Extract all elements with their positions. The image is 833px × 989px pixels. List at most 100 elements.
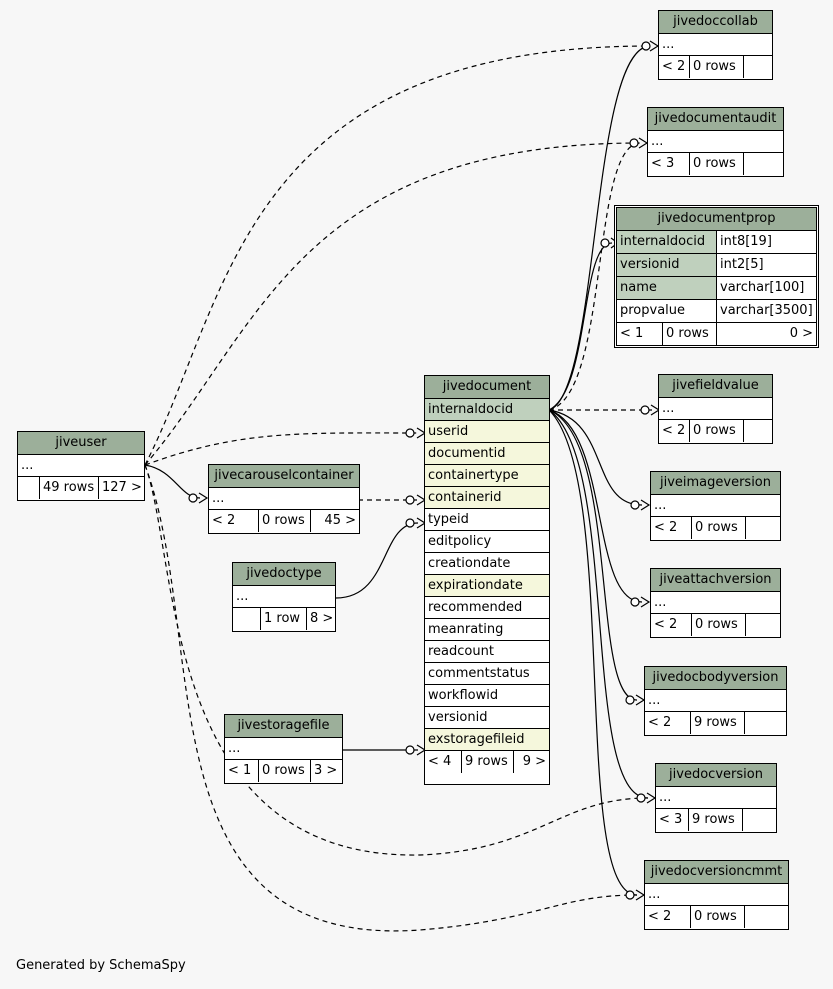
row-count: 9 rows (689, 809, 743, 831)
edge-doc-docversion (548, 409, 649, 799)
table-title: jivedoccollab (659, 11, 772, 34)
parent-count: < 2 (645, 712, 691, 734)
child-count (745, 712, 786, 734)
row-count: 0 rows (690, 56, 744, 78)
table-title: jiveattachversion (651, 569, 780, 592)
column-row: ... (651, 592, 780, 614)
credit-text: Generated by SchemaSpy (16, 958, 186, 973)
row-count: 0 rows (690, 153, 744, 175)
column-type: varchar[100] (720, 280, 805, 295)
row-count: 0 rows (691, 906, 745, 928)
column-row: ... (648, 131, 783, 153)
table-footer: < 1 0 rows 0 > (617, 323, 816, 345)
column-versionid: versionid (425, 707, 549, 729)
column-name: versionid (617, 254, 717, 276)
row-count: 0 rows (663, 323, 717, 345)
column-propvalue: propvalue varchar[3500] (617, 300, 816, 323)
column-commentstatus: commentstatus (425, 663, 549, 685)
column-editpolicy: editpolicy (425, 531, 549, 553)
column-name: internaldocid (617, 231, 717, 253)
endpoint-document-typeid (405, 518, 415, 528)
edge-user-doccollab (144, 45, 651, 466)
edge-user-document (144, 432, 419, 466)
parent-count: < 1 (225, 760, 259, 782)
table-jivestoragefile[interactable]: jivestoragefile ... < 1 0 rows 3 > (224, 714, 343, 784)
edge-doc-docversioncmmt (548, 409, 638, 896)
column-row: ... (645, 884, 788, 906)
child-count: 9 > (522, 754, 546, 769)
column-meanrating: meanrating (425, 619, 549, 641)
table-footer: < 2 0 rows (651, 517, 780, 539)
table-jivedocversion[interactable]: jivedocversion ... < 3 9 rows (655, 763, 777, 833)
table-footer: < 2 9 rows (645, 712, 786, 734)
child-count: 127 > (102, 480, 142, 495)
edge-doc-imageversion (548, 409, 643, 506)
endpoint-docversion (636, 793, 646, 803)
child-count (746, 614, 780, 636)
child-count (744, 420, 772, 442)
edge-user-documentaudit (144, 142, 641, 466)
table-jivefieldvalue[interactable]: jivefieldvalue ... < 2 0 rows (658, 374, 773, 444)
table-title: jivedocument (425, 376, 549, 399)
table-title: jivedocversioncmmt (645, 861, 788, 884)
table-jivedocversioncmmt[interactable]: jivedocversioncmmt ... < 2 0 rows (644, 860, 789, 930)
table-title: jivefieldvalue (659, 375, 772, 398)
column-internaldocid: internaldocid int8[19] (617, 231, 816, 254)
column-row: ... (645, 690, 786, 712)
column-row: ... (659, 34, 772, 56)
table-footer: 49 rows 127 > (18, 477, 144, 499)
table-footer: 1 row 8 > (233, 608, 335, 630)
child-count (743, 809, 776, 831)
table-jivedocbodyversion[interactable]: jivedocbodyversion ... < 2 9 rows (644, 666, 787, 736)
endpoint-attachversion (630, 597, 640, 607)
parent-count: < 2 (659, 420, 690, 442)
column-row: ... (225, 738, 342, 760)
column-expirationdate: expirationdate (425, 575, 549, 597)
table-footer: < 2 0 rows 45 > (209, 510, 359, 532)
endpoint-document-userid (405, 428, 415, 438)
parent-count: < 3 (656, 809, 689, 831)
table-footer: < 4 9 rows 9 > (425, 751, 549, 773)
table-jivedocumentprop[interactable]: jivedocumentprop internaldocid int8[19] … (614, 205, 819, 348)
table-footer: < 2 0 rows (659, 56, 772, 78)
child-count (745, 906, 788, 928)
edge-doc-documentaudit (548, 142, 641, 411)
column-row: ... (656, 787, 776, 809)
parent-count: < 1 (617, 323, 663, 345)
column-name: propvalue (617, 300, 717, 322)
table-jivedoctype[interactable]: jivedoctype ... 1 row 8 > (232, 562, 336, 632)
endpoint-carousel (188, 493, 198, 503)
row-count: 0 rows (692, 517, 746, 539)
row-count: 1 row (261, 608, 307, 630)
child-count: 45 > (324, 513, 356, 528)
endpoint-docbodyversion (625, 695, 635, 705)
endpoint-documentprop (600, 238, 610, 248)
parent-count: < 3 (648, 153, 690, 175)
column-name-col: name varchar[100] (617, 277, 816, 300)
table-jiveattachversion[interactable]: jiveattachversion ... < 2 0 rows (650, 568, 781, 638)
child-count: 3 > (314, 763, 338, 778)
endpoint-document-containerid (405, 495, 415, 505)
parent-count: < 2 (645, 906, 691, 928)
endpoint-doccollab (641, 41, 651, 51)
column-documentid: documentid (425, 443, 549, 465)
table-title: jiveuser (18, 432, 144, 455)
table-footer: < 3 9 rows (656, 809, 776, 831)
table-title: jivedocversion (656, 764, 776, 787)
table-jivecarouselcontainer[interactable]: jivecarouselcontainer ... < 2 0 rows 45 … (208, 464, 360, 534)
table-jiveimageversion[interactable]: jiveimageversion ... < 2 0 rows (650, 471, 781, 541)
table-footer: < 2 0 rows (645, 906, 788, 928)
column-name: name (617, 277, 717, 299)
table-title: jivestoragefile (225, 715, 342, 738)
edge-user-docversioncmmt (144, 464, 638, 932)
column-readcount: readcount (425, 641, 549, 663)
table-jivedoccollab[interactable]: jivedoccollab ... < 2 0 rows (658, 10, 773, 80)
table-jiveuser[interactable]: jiveuser ... 49 rows 127 > (17, 431, 145, 501)
column-row: ... (233, 586, 335, 608)
table-footer: < 1 0 rows 3 > (225, 760, 342, 782)
table-jivedocumentaudit[interactable]: jivedocumentaudit ... < 3 0 rows (647, 107, 784, 177)
edge-doc-documentprop (548, 242, 613, 411)
